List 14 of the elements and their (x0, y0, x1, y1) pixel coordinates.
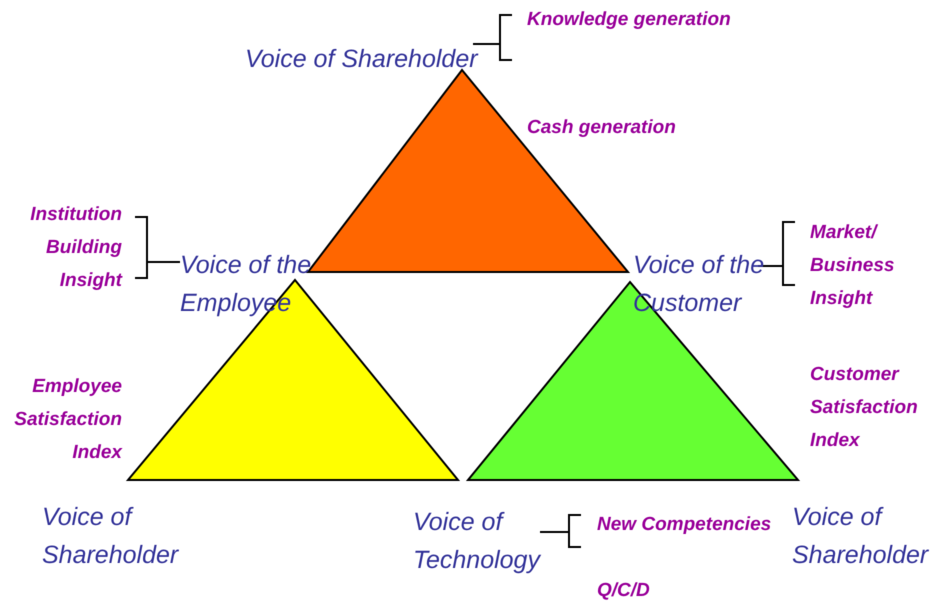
note-text: Customer Satisfaction Index (810, 363, 919, 453)
stakeholder-label: Voice of Shareholder (245, 44, 480, 75)
stakeholder-label: Voice of Shareholder (792, 502, 930, 571)
stakeholder-label: Voice of Technology (413, 507, 542, 576)
triangle (126, 278, 460, 481)
note-text: Knowledge generation (527, 8, 732, 32)
note-text: New Competencies (597, 513, 772, 537)
note-text: Cash generation (527, 116, 677, 140)
note-text: Institution Building Insight (29, 203, 122, 293)
note-text: Market/ Business Insight (810, 221, 896, 311)
stakeholder-label: Voice of Shareholder (42, 502, 180, 571)
triangle (466, 280, 800, 481)
note-text: Q/C/D (597, 579, 651, 603)
note-text: Employee Satisfaction Index (13, 375, 122, 465)
